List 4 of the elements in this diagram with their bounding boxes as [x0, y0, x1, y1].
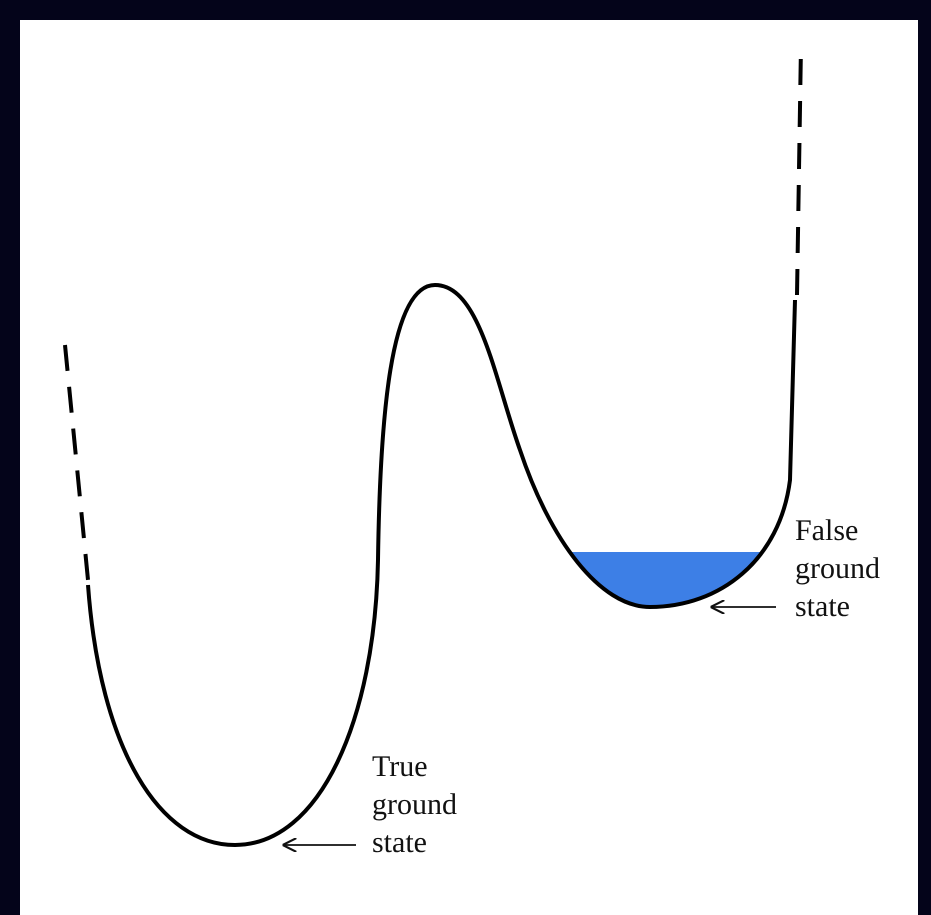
state-label: False ground state [795, 512, 905, 626]
leader-arrow [282, 836, 356, 854]
state-label: True ground state [372, 748, 482, 862]
leader-arrow [710, 598, 776, 616]
